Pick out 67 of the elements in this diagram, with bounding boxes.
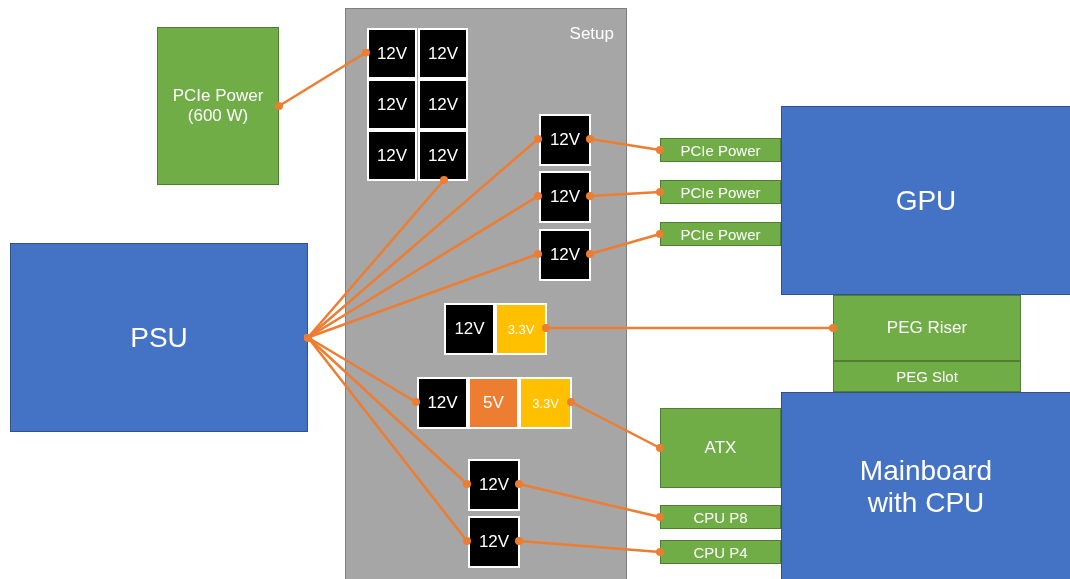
cable-line xyxy=(515,480,664,521)
node-label: 12V xyxy=(427,145,459,166)
panel-title: Setup xyxy=(568,23,614,45)
connector-box xyxy=(660,222,781,246)
node-label: 12V xyxy=(376,43,408,64)
node-label: CPU P4 xyxy=(693,543,748,561)
cable-line xyxy=(567,398,664,452)
connector-box xyxy=(660,138,781,162)
node-label: 3.3V xyxy=(507,321,535,337)
node-label: 12V xyxy=(454,319,485,339)
node-label: GPU xyxy=(894,184,958,217)
node-label: Mainboard with CPU xyxy=(858,455,994,519)
node-label: PCIe Power (600 W) xyxy=(171,86,265,126)
voltage-block xyxy=(367,130,417,181)
node-label: PCIe Power xyxy=(680,183,761,201)
node-label: CPU P8 xyxy=(693,508,748,526)
connector-box xyxy=(833,295,1021,361)
node-label: 12V xyxy=(549,187,581,207)
node-label: 5V xyxy=(483,393,504,413)
setup-panel xyxy=(345,8,627,579)
voltage-block xyxy=(444,303,495,355)
node-label: 12V xyxy=(549,130,581,150)
cable-line xyxy=(304,333,471,545)
node-label: ATX xyxy=(703,438,738,458)
voltage-block xyxy=(539,171,591,223)
node-label: PCIe Power xyxy=(680,225,761,243)
cable-line xyxy=(586,230,664,258)
node-label: PCIe Power xyxy=(680,141,761,159)
connector-box xyxy=(833,361,1021,392)
connector-box xyxy=(157,27,279,185)
component-box xyxy=(781,392,1070,579)
voltage-block xyxy=(519,377,572,429)
node-label: 12V xyxy=(549,245,581,265)
node-label: 12V xyxy=(427,94,459,115)
node-label: PEG Slot xyxy=(896,368,958,385)
cable-line xyxy=(515,537,664,556)
voltage-block xyxy=(417,377,468,429)
connector-box xyxy=(660,505,781,529)
node-label: PSU xyxy=(129,321,189,354)
voltage-block xyxy=(495,303,547,355)
component-box xyxy=(781,106,1070,295)
node-label: 12V xyxy=(427,393,458,413)
cable-line xyxy=(586,135,664,154)
voltage-block xyxy=(367,79,417,130)
node-label: 3.3V xyxy=(532,395,559,411)
node-label: 12V xyxy=(376,94,408,115)
connector-box xyxy=(660,180,781,204)
voltage-block xyxy=(418,79,468,130)
node-label: 12V xyxy=(478,475,510,495)
connector-box xyxy=(660,408,781,488)
voltage-block xyxy=(468,377,519,429)
node-label: 12V xyxy=(376,145,408,166)
node-label: 12V xyxy=(478,532,510,552)
cable-line xyxy=(542,324,837,332)
voltage-block xyxy=(418,130,468,181)
voltage-block xyxy=(367,28,417,79)
voltage-block xyxy=(468,516,520,568)
voltage-block xyxy=(418,28,468,79)
component-box xyxy=(10,243,308,432)
voltage-block xyxy=(539,114,591,166)
voltage-block xyxy=(539,229,591,281)
node-label: 12V xyxy=(427,43,459,64)
cable-line xyxy=(586,188,664,200)
connector-box xyxy=(660,540,781,564)
voltage-block xyxy=(468,459,520,511)
cable-line xyxy=(275,48,370,110)
node-label: PEG Riser xyxy=(886,318,968,338)
